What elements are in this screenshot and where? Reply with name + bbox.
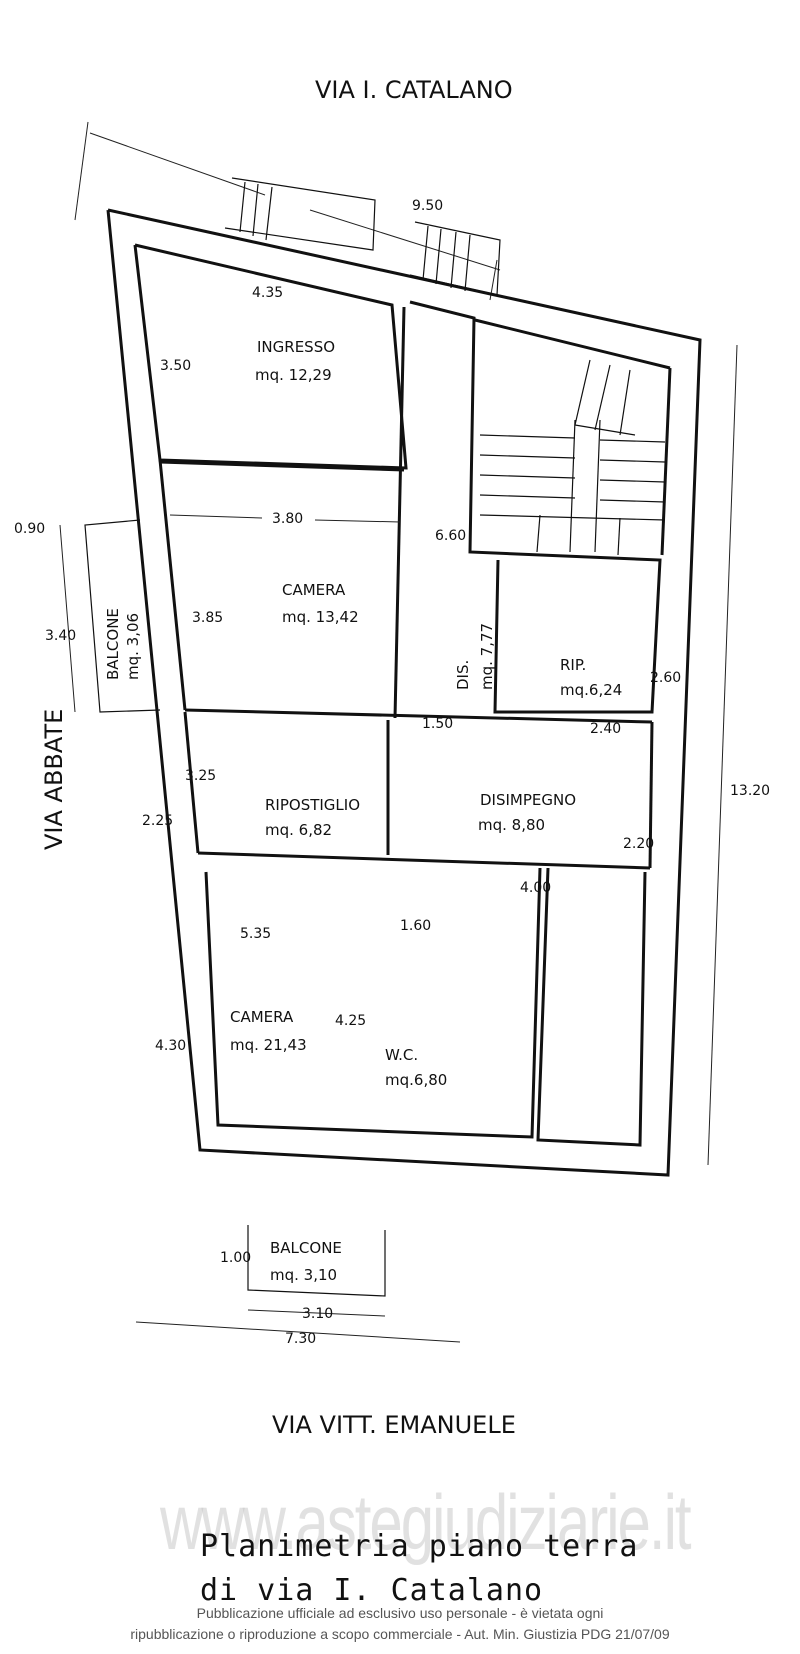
svg-text:3.80: 3.80 bbox=[272, 511, 303, 527]
svg-text:mq. 7,77: mq. 7,77 bbox=[478, 623, 496, 690]
svg-text:3.85: 3.85 bbox=[192, 610, 223, 626]
svg-text:DISIMPEGNO: DISIMPEGNO bbox=[480, 791, 576, 809]
svg-text:9.50: 9.50 bbox=[412, 198, 443, 214]
svg-text:1.50: 1.50 bbox=[422, 716, 453, 732]
svg-text:2.60: 2.60 bbox=[650, 670, 681, 686]
staircase bbox=[479, 359, 666, 556]
svg-text:5.35: 5.35 bbox=[240, 926, 271, 942]
svg-text:2.40: 2.40 bbox=[590, 721, 621, 737]
legal-notice-line2: ripubblicazione o riproduzione a scopo c… bbox=[130, 1626, 670, 1642]
room-camera-1: 3.80 3.85 CAMERA mq. 13,42 bbox=[169, 511, 401, 626]
svg-text:DIS.: DIS. bbox=[454, 660, 472, 690]
svg-text:3.25: 3.25 bbox=[185, 768, 216, 784]
svg-text:mq. 12,29: mq. 12,29 bbox=[255, 366, 332, 384]
interior-walls bbox=[158, 300, 672, 1147]
svg-text:mq. 3,06: mq. 3,06 bbox=[124, 613, 142, 680]
plan-title-line1: Planimetria piano terra bbox=[200, 1529, 639, 1564]
svg-text:W.C.: W.C. bbox=[385, 1046, 418, 1064]
svg-text:2.25: 2.25 bbox=[142, 813, 173, 829]
dimension-bottom-overall: 7.30 bbox=[135, 1321, 461, 1347]
svg-text:mq.6,24: mq.6,24 bbox=[560, 681, 622, 699]
svg-text:INGRESSO: INGRESSO bbox=[257, 338, 335, 356]
balcony-west: 0.90 3.40 BALCONE mq. 3,06 bbox=[14, 519, 161, 713]
svg-text:RIPOSTIGLIO: RIPOSTIGLIO bbox=[265, 796, 360, 814]
svg-text:mq. 13,42: mq. 13,42 bbox=[282, 608, 359, 626]
svg-text:CAMERA: CAMERA bbox=[230, 1008, 294, 1026]
svg-text:mq. 3,10: mq. 3,10 bbox=[270, 1266, 337, 1284]
svg-text:4.00: 4.00 bbox=[520, 880, 551, 896]
plan-title-line2: di via I. Catalano bbox=[200, 1573, 544, 1608]
svg-text:3.50: 3.50 bbox=[160, 358, 191, 374]
room-disimpegno: DISIMPEGNO mq. 8,80 2.20 4.00 bbox=[478, 791, 654, 896]
svg-text:BALCONE: BALCONE bbox=[270, 1239, 342, 1257]
street-label-north: VIA I. CATALANO bbox=[315, 76, 513, 104]
room-wc: 1.60 W.C. mq.6,80 bbox=[385, 918, 447, 1089]
svg-text:mq. 21,43: mq. 21,43 bbox=[230, 1036, 307, 1054]
svg-text:4.30: 4.30 bbox=[155, 1038, 186, 1054]
svg-text:4.35: 4.35 bbox=[252, 285, 283, 301]
svg-text:RIP.: RIP. bbox=[560, 656, 586, 674]
svg-text:mq. 6,82: mq. 6,82 bbox=[265, 821, 332, 839]
svg-text:1.60: 1.60 bbox=[400, 918, 431, 934]
plan-title: Planimetria piano terra di via I. Catala… bbox=[200, 1525, 638, 1613]
room-camera-2: 5.35 4.30 4.25 CAMERA mq. 21,43 bbox=[155, 926, 366, 1054]
balcony-south: 1.00 BALCONE mq. 3,10 3.10 bbox=[220, 1225, 386, 1322]
watermark: www.astegiudiziarie.it bbox=[160, 1478, 692, 1567]
svg-text:CAMERA: CAMERA bbox=[282, 581, 346, 599]
svg-text:mq. 8,80: mq. 8,80 bbox=[478, 816, 545, 834]
street-label-west: VIA ABBATE bbox=[40, 709, 68, 850]
outer-walls bbox=[106, 208, 702, 1177]
svg-text:6.60: 6.60 bbox=[435, 528, 466, 544]
svg-text:2.20: 2.20 bbox=[623, 836, 654, 852]
svg-text:7.30: 7.30 bbox=[285, 1331, 316, 1347]
room-ingresso: 4.35 3.50 INGRESSO mq. 12,29 bbox=[160, 285, 335, 384]
svg-text:3.40: 3.40 bbox=[45, 628, 76, 644]
svg-text:BALCONE: BALCONE bbox=[104, 608, 122, 680]
svg-text:4.25: 4.25 bbox=[335, 1013, 366, 1029]
room-rip: RIP. mq.6,24 2.60 2.40 bbox=[560, 656, 681, 737]
room-ripostiglio: 3.25 2.25 RIPOSTIGLIO mq. 6,82 bbox=[142, 768, 360, 839]
room-dis: 6.60 DIS. mq. 7,77 1.50 bbox=[422, 528, 496, 732]
entrance-steps bbox=[224, 177, 501, 296]
svg-text:mq.6,80: mq.6,80 bbox=[385, 1071, 447, 1089]
street-label-south: VIA VITT. EMANUELE bbox=[272, 1411, 516, 1439]
legal-notice-line1: Pubblicazione ufficiale ad esclusivo uso… bbox=[196, 1605, 604, 1621]
svg-text:0.90: 0.90 bbox=[14, 521, 45, 537]
svg-text:13.20: 13.20 bbox=[730, 783, 770, 799]
svg-text:3.10: 3.10 bbox=[302, 1306, 333, 1322]
dimension-right-overall: 13.20 bbox=[707, 344, 770, 1166]
svg-text:1.00: 1.00 bbox=[220, 1250, 251, 1266]
